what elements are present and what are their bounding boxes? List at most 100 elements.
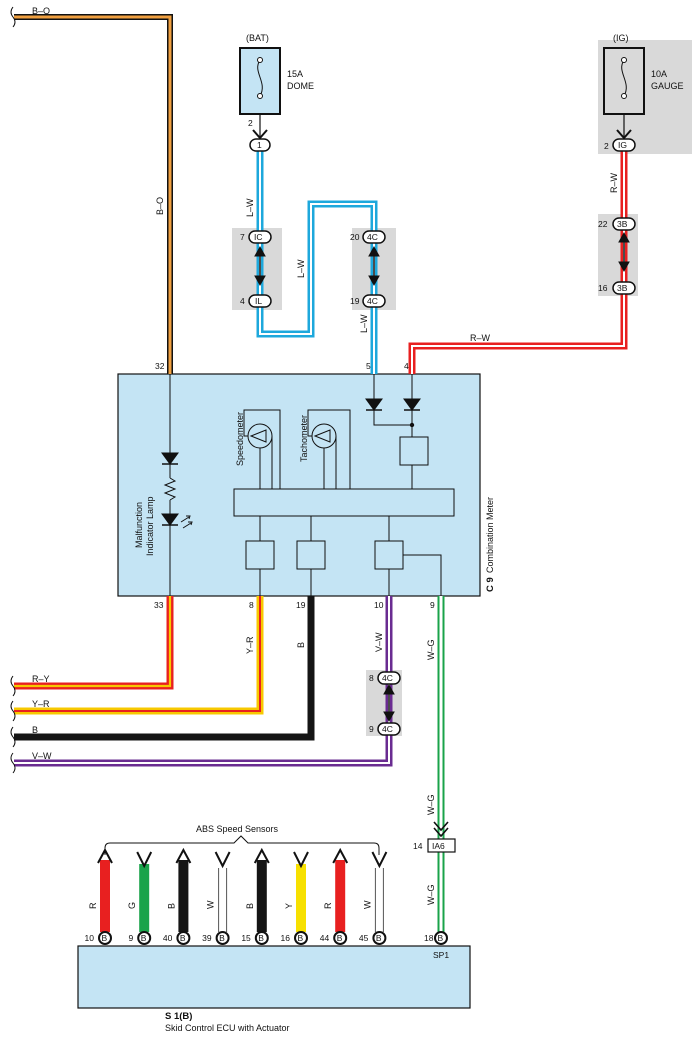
connector-ig-label: IG [618, 140, 627, 150]
abs-terminal [294, 931, 308, 945]
connector-ic-label: IC [254, 232, 263, 242]
sp1-terminal-letter: B [438, 933, 444, 943]
ecu-code: S 1(B) [165, 1011, 192, 1022]
meter-pin-10: 10 [374, 600, 384, 610]
connector-1-label: 1 [257, 140, 262, 150]
connector-4c-mid-pin: 19 [350, 296, 360, 306]
abs-bracket [104, 835, 380, 855]
connector-4c-top-pin: 20 [350, 232, 360, 242]
abs-sensor-fl-minus: GB9FL– [127, 851, 153, 960]
abs-sensor-rl-plus: BB15RL+ [241, 847, 270, 960]
abs-pin-number: 45 [359, 933, 369, 943]
abs-pin-number: 15 [241, 933, 251, 943]
connector-ia6 [427, 838, 456, 853]
connector-4c-mid [362, 294, 386, 308]
abs-wire-label: W [206, 900, 216, 909]
wire-label-w-g-2: W–G [426, 794, 436, 815]
wire-r-y [14, 596, 174, 690]
wire-label-l-w-3: L–W [359, 314, 369, 333]
abs-pin-number: 16 [281, 933, 291, 943]
connector-ia6-arrow [433, 821, 449, 838]
meter-pin-19: 19 [296, 600, 306, 610]
wire-label-b-o-left: B–O [32, 6, 50, 16]
abs-terminal-letter: B [102, 933, 108, 943]
connector-3b-bottom-pin: 16 [598, 283, 608, 293]
abs-title: ABS Speed Sensors [196, 824, 279, 834]
wire-break-marks [10, 6, 16, 774]
abs-wire-label: Y [284, 903, 294, 909]
abs-sensor-fl-plus: RB10FL+ [85, 847, 113, 960]
fuse-gauge-pin: 2 [604, 141, 609, 151]
connector-3b-bottom-label: 3B [617, 283, 628, 293]
connector-4c-b [377, 722, 401, 736]
connector-ig [612, 138, 636, 152]
wire-label-w-g-1: W–G [426, 639, 436, 660]
connector-il-pin: 4 [240, 296, 245, 306]
abs-wire-label: B [166, 903, 176, 909]
meter-pin-8: 8 [249, 600, 254, 610]
meter-pin-32: 32 [155, 361, 165, 371]
connector-4c-a-label: 4C [382, 673, 393, 683]
abs-sensor-rl-minus: YB16RL– [281, 851, 309, 960]
abs-wire-label: R [323, 902, 333, 909]
abs-pin-number: 39 [202, 933, 212, 943]
connector-1 [249, 138, 271, 152]
abs-terminal [215, 931, 230, 945]
wire-label-r-y-left: R–Y [32, 674, 50, 684]
wire-y-r [14, 596, 264, 715]
fuse-gauge-name: GAUGE [651, 81, 684, 91]
abs-sensor-group: RB10FL+GB9FL–BB40FR+WB39FR–BB15RL+YB16RL… [85, 847, 388, 960]
abs-sensor-rr-minus: WB45RR– [359, 851, 388, 960]
meter-pin-4: 4 [404, 361, 409, 371]
connector-3b-top [612, 217, 636, 231]
speedometer-label: Speedometer [235, 412, 245, 466]
wire-label-r-w-2: R–W [470, 333, 491, 343]
sp1-label: SP1 [433, 950, 449, 960]
meter-internals [161, 374, 455, 596]
meter-code: C 9 [485, 577, 496, 592]
abs-terminal-letter: B [337, 933, 343, 943]
abs-terminal [254, 931, 269, 945]
sp1-pin: 18 [424, 933, 434, 943]
abs-sensor-fr-minus: WB39FR– [202, 851, 231, 960]
skid-control-ecu-box [77, 945, 471, 1009]
abs-terminal-letter: B [298, 933, 304, 943]
abs-terminal-letter: B [180, 933, 186, 943]
wire-label-v-w: V–W [374, 632, 384, 652]
abs-wire-label: B [245, 903, 255, 909]
wire-label-y-r: Y–R [245, 636, 255, 654]
connector-il-label: IL [255, 296, 262, 306]
connector-4c-a [377, 671, 401, 685]
abs-terminal [137, 931, 152, 945]
abs-terminal [372, 931, 387, 945]
abs-terminal-letter: B [219, 933, 225, 943]
abs-sensor-fr-plus: BB40FR+ [163, 847, 192, 960]
tachometer-label: Tachometer [299, 415, 309, 462]
fuse-gauge [603, 47, 645, 140]
connector-4c-b-pin: 9 [369, 724, 374, 734]
wire-b-o [14, 14, 173, 374]
meter-pin-33: 33 [154, 600, 164, 610]
wire-label-b-left: B [32, 725, 38, 735]
mil-label-line1: Malfunction [134, 502, 144, 548]
wire-label-b: B [296, 642, 306, 648]
wire-label-y-r-left: Y–R [32, 699, 50, 709]
connector-ia6-label: IA6 [432, 841, 445, 851]
wire-label-r-w-1: R–W [609, 172, 619, 193]
wire-label-v-w-left: V–W [32, 751, 52, 761]
meter-pin-5: 5 [366, 361, 371, 371]
wire-label-l-w-2: L–W [296, 259, 306, 278]
fuse-gauge-supply: (IG) [613, 33, 629, 43]
abs-terminal-letter: B [376, 933, 382, 943]
abs-sensor-rr-plus: RB44RR+ [320, 847, 349, 960]
abs-pin-number: 9 [128, 933, 133, 943]
connector-3b-top-label: 3B [617, 219, 628, 229]
connector-3b-top-pin: 22 [598, 219, 608, 229]
fuse-dome-supply: (BAT) [246, 33, 269, 43]
fuse-dome [239, 47, 281, 140]
fuse-dome-rating: 15A [287, 69, 303, 79]
mil-label-line2: Indicator Lamp [145, 496, 155, 556]
abs-pin-number: 10 [85, 933, 95, 943]
connector-ic-pin: 7 [240, 232, 245, 242]
